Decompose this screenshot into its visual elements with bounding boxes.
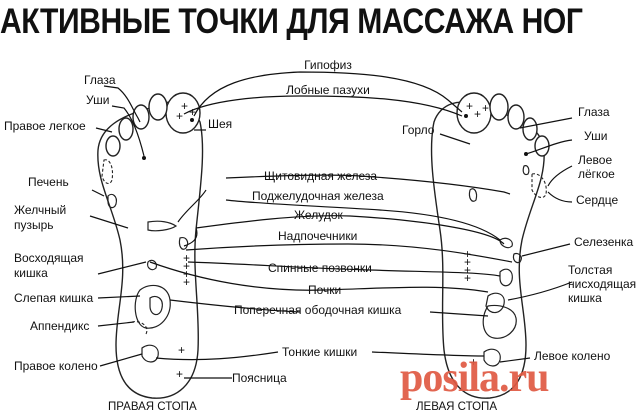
label-pancreas: Поджелудочная железа [252, 189, 384, 203]
svg-text:+: + [183, 251, 190, 265]
svg-text:+: + [470, 355, 477, 369]
label-spleen: Селезенка [574, 235, 634, 249]
leader-lines [89, 71, 573, 379]
svg-text:+: + [464, 263, 471, 277]
label-ascending-colon-line2: кишка [14, 266, 48, 280]
label-left-lung-line2: лёгкое [578, 167, 615, 181]
label-descending-colon-line3: кишка [568, 291, 602, 305]
svg-text:+: + [464, 255, 471, 269]
label-left-lung: Левое лёгкое [578, 153, 615, 181]
label-cecum: Слепая кишка [14, 291, 93, 305]
label-kidneys: Почки [308, 283, 341, 297]
left-foot-drawing: + + + + + + + + [430, 92, 550, 399]
label-descending-colon: Толстая нисходящая кишка [568, 263, 640, 305]
label-left-lung-line1: Левое [578, 153, 612, 167]
label-liver: Печень [28, 175, 69, 189]
label-small-intestine: Тонкие кишки [282, 345, 357, 359]
right-foot-drawing: + + + + + + + + + [97, 92, 204, 399]
svg-text:+: + [176, 367, 183, 381]
label-gallbladder: Желчный пузырь [14, 203, 70, 232]
label-appendix: Аппендикс [30, 319, 89, 333]
label-frontal-sinuses: Лобные пазухи [286, 83, 370, 97]
svg-text:+: + [183, 275, 190, 289]
label-left-knee: Левое колено [534, 349, 611, 363]
label-ascending-colon-line1: Восходящая [14, 251, 84, 265]
svg-text:+: + [482, 101, 489, 115]
page-title: АКТИВНЫЕ ТОЧКИ ДЛЯ МАССАЖА НОГ [0, 2, 583, 41]
label-transverse-colon: Поперечная ободочная кишка [234, 303, 402, 317]
label-ascending-colon: Восходящая кишка [14, 251, 87, 280]
label-neck: Шея [208, 117, 232, 131]
label-descending-colon-line2: нисходящая [568, 277, 636, 291]
svg-text:+: + [176, 109, 183, 123]
label-ears-left: Уши [584, 129, 607, 143]
svg-text:+: + [178, 343, 185, 357]
watermark-logo: posila.ru [400, 355, 550, 401]
svg-text:+: + [181, 99, 188, 113]
label-descending-colon-line1: Толстая [568, 263, 612, 277]
label-adrenals: Надпочечники [278, 229, 357, 243]
label-right-foot: ПРАВАЯ СТОПА [108, 401, 197, 413]
svg-text:+: + [464, 271, 471, 285]
svg-text:+: + [183, 259, 190, 273]
label-spine: Спинные позвонки [268, 261, 372, 275]
svg-text:+: + [474, 107, 481, 121]
label-gallbladder-line2: пузырь [14, 218, 54, 232]
label-stomach: Желудок [294, 208, 343, 222]
label-lumbar: Поясница [232, 371, 287, 385]
label-eyes-right: Глаза [84, 73, 116, 87]
label-gallbladder-line1: Желчный [14, 203, 66, 217]
svg-text:+: + [189, 105, 196, 119]
label-ears-right: Уши [86, 93, 109, 107]
label-thyroid: Щитовидная железа [264, 169, 377, 183]
labels: Гипофиз Лобные пазухи Глаза Уши Правое л… [4, 58, 640, 413]
label-left-foot: ЛЕВАЯ СТОПА [416, 401, 497, 413]
svg-text:+: + [466, 99, 473, 113]
label-throat: Горло [402, 123, 435, 137]
label-right-knee: Правое колено [14, 359, 98, 373]
label-eyes-left: Глаза [578, 105, 610, 119]
label-hypophysis: Гипофиз [304, 58, 352, 72]
label-heart: Сердце [576, 193, 618, 207]
label-right-lung: Правое легкое [4, 119, 86, 133]
